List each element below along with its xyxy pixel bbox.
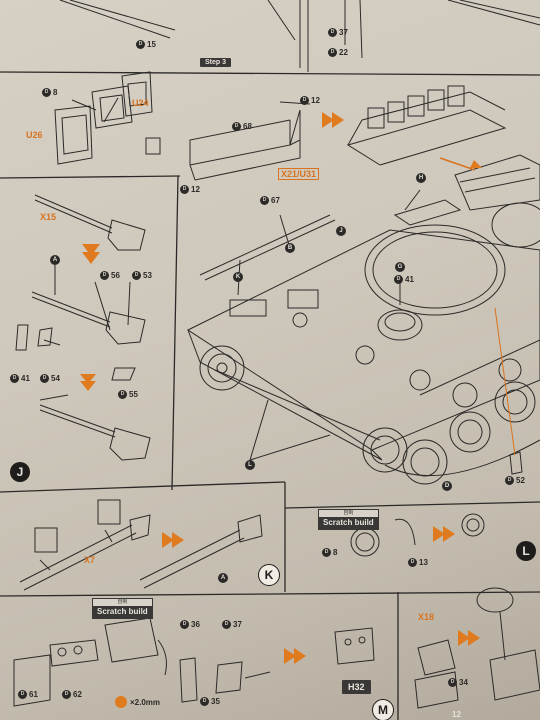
step-label: Step 3 (200, 58, 232, 67)
marker-a: A (50, 255, 60, 265)
marker-h: H (416, 173, 426, 183)
marker-j: J (336, 226, 346, 236)
code-h32: H32 (342, 680, 371, 694)
marker-g: G (395, 262, 405, 272)
wire-size-label: ×2.0mm (130, 698, 161, 707)
code-x15: X15 (40, 212, 57, 222)
step-j-badge: J (10, 462, 30, 482)
step-k-badge: K (258, 564, 280, 586)
marker-l: L (245, 460, 255, 470)
code-x7: X7 (84, 555, 96, 565)
code-x21-u31: X21/U31 (278, 168, 320, 180)
page-number: 12 (452, 710, 461, 719)
marker-d: D (442, 481, 452, 491)
scratch-build-tag-m: 自制 Scratch build (92, 598, 153, 619)
scratch-build-tag-l: 自制 Scratch build (318, 509, 379, 530)
marker-b: B (285, 243, 295, 253)
code-u26: U26 (26, 130, 43, 140)
code-x18: X18 (418, 612, 435, 622)
marker-k: K (233, 272, 243, 282)
code-u24: U24 (132, 98, 149, 108)
step-l-badge: L (516, 541, 536, 561)
step-m-badge: M (372, 699, 394, 720)
marker-a-k: A (218, 573, 228, 583)
